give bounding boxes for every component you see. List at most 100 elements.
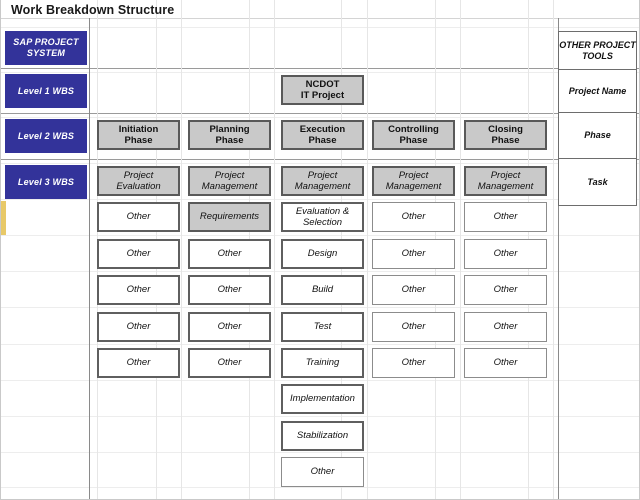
task-node-execution-5-line1: Training [305, 357, 340, 369]
task-node-controlling-0-line2: Management [385, 181, 442, 192]
task-node-controlling-3-line1: Other [401, 284, 426, 296]
task-node-planning-3[interactable]: Other [188, 275, 271, 305]
task-node-execution-8[interactable]: Other [281, 457, 364, 487]
phase-node-controlling-line2: Phase [399, 135, 428, 146]
tools-row-1[interactable]: Project Name [559, 70, 636, 113]
task-node-planning-0-line1: Project [214, 169, 245, 181]
task-node-execution-6-line1: Implementation [290, 393, 355, 405]
phase-node-closing-line1: Closing [488, 123, 523, 135]
task-node-initiation-4[interactable]: Other [97, 312, 180, 342]
grid-hline [1, 199, 639, 200]
task-node-closing-2[interactable]: Other [464, 239, 547, 269]
task-node-closing-3-line1: Other [493, 284, 518, 296]
wbs-root-node[interactable]: NCDOT IT Project [281, 75, 364, 105]
tools-row-2[interactable]: Phase [559, 113, 636, 159]
level-label-line1: SAP PROJECT [13, 37, 79, 47]
grid-vline [460, 0, 461, 499]
task-node-initiation-3[interactable]: Other [97, 275, 180, 305]
task-node-controlling-1-line1: Other [401, 211, 426, 223]
phase-node-execution-line2: Phase [308, 135, 337, 146]
task-node-closing-4[interactable]: Other [464, 312, 547, 342]
task-node-controlling-2-line1: Other [401, 248, 426, 260]
grid-hline [1, 163, 639, 164]
task-node-initiation-3-line1: Other [126, 284, 151, 296]
task-node-initiation-0-line1: Project [123, 169, 154, 181]
task-node-execution-7-line1: Stabilization [296, 430, 349, 442]
grid-vline [181, 0, 182, 499]
task-node-execution-3[interactable]: Build [281, 275, 364, 305]
task-node-planning-1-line1: Requirements [199, 211, 260, 223]
task-node-closing-3[interactable]: Other [464, 275, 547, 305]
task-node-planning-5[interactable]: Other [188, 348, 271, 378]
task-node-initiation-1[interactable]: Other [97, 202, 180, 232]
task-node-planning-2[interactable]: Other [188, 239, 271, 269]
task-node-initiation-2[interactable]: Other [97, 239, 180, 269]
tools-row-3[interactable]: Task [559, 159, 636, 205]
task-node-planning-1[interactable]: Requirements [188, 202, 271, 232]
task-node-initiation-5[interactable]: Other [97, 348, 180, 378]
level-label-2[interactable]: Level 2 WBS [5, 119, 87, 153]
phase-node-planning-line2: Phase [215, 135, 244, 146]
phase-node-controlling-line1: Controlling [388, 123, 439, 135]
task-node-planning-4[interactable]: Other [188, 312, 271, 342]
task-node-execution-2[interactable]: Design [281, 239, 364, 269]
task-node-controlling-4[interactable]: Other [372, 312, 455, 342]
phase-node-initiation-line2: Phase [124, 135, 153, 146]
task-node-controlling-1[interactable]: Other [372, 202, 455, 232]
task-node-closing-5-line1: Other [493, 357, 518, 369]
grid-hline [1, 380, 639, 381]
task-node-closing-0-line1: Project [490, 169, 521, 181]
task-node-execution-2-line1: Design [307, 248, 338, 260]
task-node-execution-7[interactable]: Stabilization [281, 421, 364, 451]
phase-node-initiation-line1: Initiation [118, 123, 159, 135]
task-node-initiation-1-line1: Other [126, 211, 151, 223]
grid-hline [1, 307, 639, 308]
task-node-execution-0-line2: Management [294, 181, 351, 192]
grid-hline [1, 344, 639, 345]
grid-hline [1, 18, 639, 19]
task-node-initiation-4-line1: Other [126, 321, 151, 333]
grid-vline [274, 0, 275, 499]
phase-node-closing-line2: Phase [491, 135, 520, 146]
task-node-execution-3-line1: Build [311, 284, 334, 296]
task-node-execution-4[interactable]: Test [281, 312, 364, 342]
task-node-planning-3-line1: Other [217, 284, 242, 296]
grid-hline [1, 452, 639, 453]
task-node-planning-4-line1: Other [217, 321, 242, 333]
level-label-line2: SYSTEM [26, 48, 66, 58]
grid-hline [1, 487, 639, 488]
task-node-planning-2-line1: Other [217, 248, 242, 260]
task-node-execution-5[interactable]: Training [281, 348, 364, 378]
task-node-execution-6[interactable]: Implementation [281, 384, 364, 414]
task-node-controlling-2[interactable]: Other [372, 239, 455, 269]
task-node-initiation-5-line1: Other [126, 357, 151, 369]
task-node-planning-0-line2: Management [201, 181, 258, 192]
task-node-initiation-2-line1: Other [126, 248, 151, 260]
level-label-3[interactable]: Level 3 WBS [5, 165, 87, 199]
task-node-execution-1[interactable]: Evaluation &Selection [281, 202, 364, 232]
grid-hline [1, 416, 639, 417]
grid-hline [1, 159, 639, 160]
level-label-1[interactable]: Level 1 WBS [5, 74, 87, 108]
grid-vline [558, 18, 559, 499]
task-node-controlling-5[interactable]: Other [372, 348, 455, 378]
task-node-closing-1[interactable]: Other [464, 202, 547, 232]
grid-vline [367, 0, 368, 499]
task-node-closing-1-line1: Other [493, 211, 518, 223]
grid-vline [553, 0, 554, 499]
wbs-root-line1: NCDOT [305, 78, 340, 90]
task-node-controlling-3[interactable]: Other [372, 275, 455, 305]
task-node-closing-5[interactable]: Other [464, 348, 547, 378]
